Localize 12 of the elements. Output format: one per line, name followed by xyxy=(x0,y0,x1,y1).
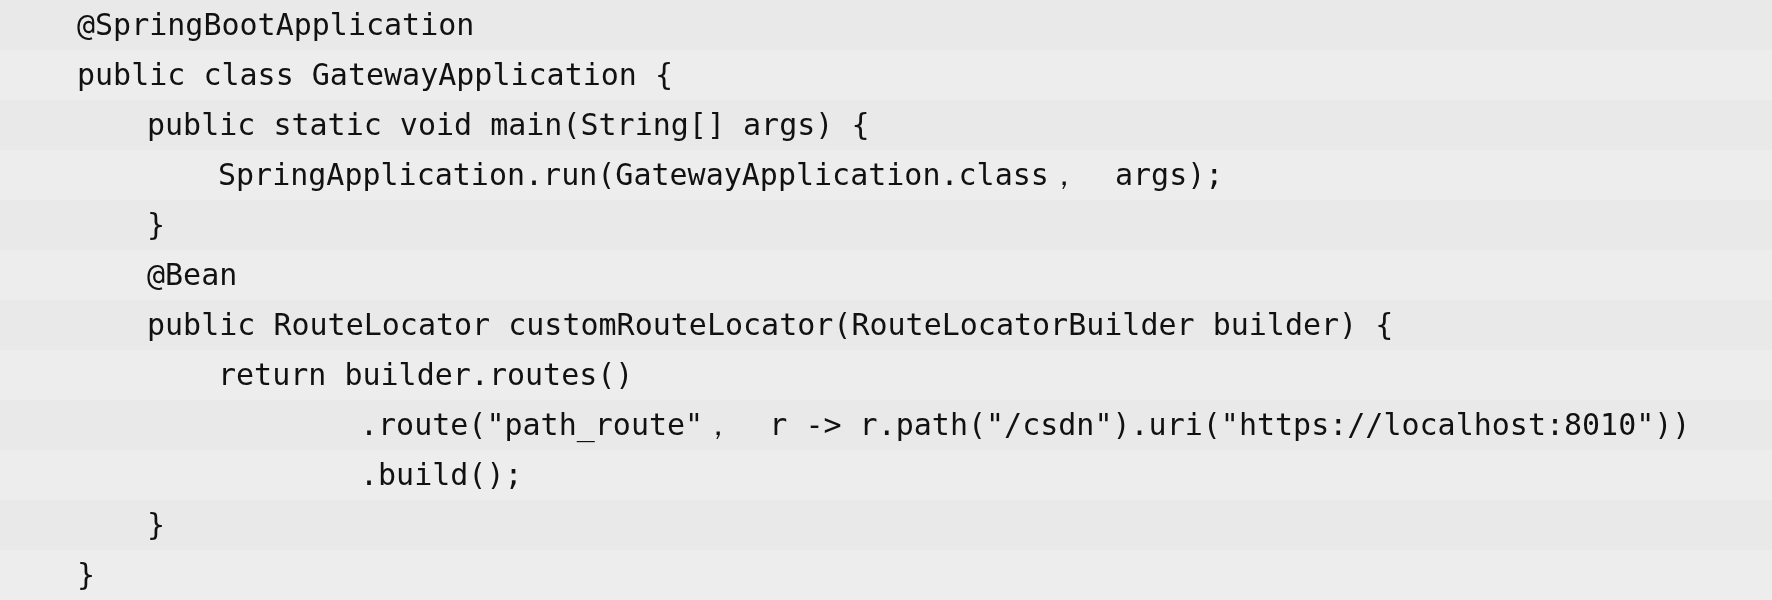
code-line: } xyxy=(147,506,166,544)
code-line: public RouteLocator customRouteLocator(RouteLocatorBuilder builder) { xyxy=(147,306,1394,344)
code-line: } xyxy=(147,206,166,244)
code-line: public static void main(String[] args) { xyxy=(147,106,870,144)
code-line: .route("path_route"， r -> r.path("/csdn").uri("https://localhost:8010")) xyxy=(360,406,1691,445)
code-line: .build(); xyxy=(360,456,523,494)
code-line: @SpringBootApplication xyxy=(77,6,475,44)
code-line: SpringApplication.run(GatewayApplication.class， args); xyxy=(218,156,1224,194)
code-line: @Bean xyxy=(147,256,238,294)
code-line: public class GatewayApplication { xyxy=(77,56,674,94)
code-line: return builder.routes() xyxy=(218,356,634,394)
code-line: } xyxy=(77,556,96,594)
